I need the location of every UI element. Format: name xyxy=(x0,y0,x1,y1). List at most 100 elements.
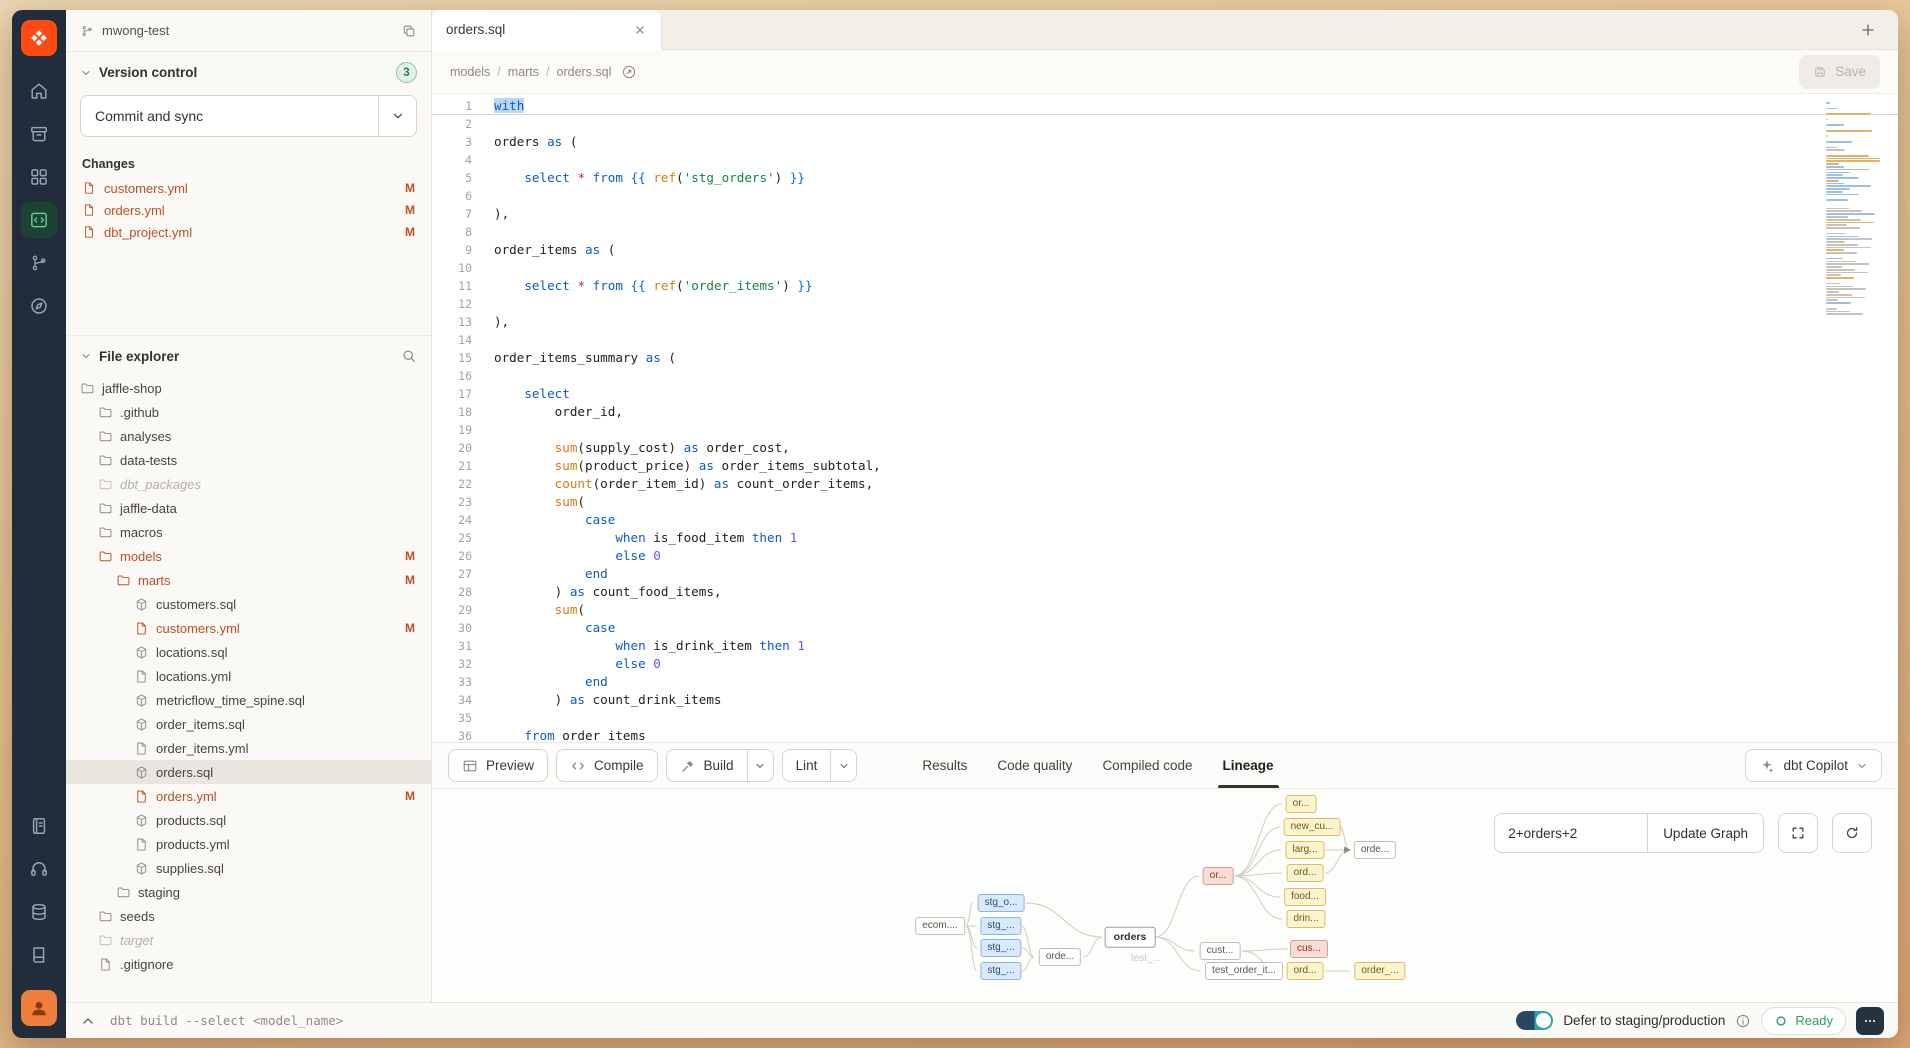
lineage-node-cusred[interactable]: cus... xyxy=(1290,940,1328,958)
rail-docs[interactable] xyxy=(21,937,57,973)
tab-compiled-code[interactable]: Compiled code xyxy=(1087,743,1207,788)
changed-file[interactable]: orders.ymlM xyxy=(66,199,431,221)
file-tree-item[interactable]: locations.yml xyxy=(66,664,431,688)
info-icon[interactable] xyxy=(1735,1013,1751,1029)
lineage-node-drin[interactable]: drin... xyxy=(1286,910,1325,928)
defer-toggle[interactable] xyxy=(1516,1011,1553,1030)
file-tree-item[interactable]: orders.ymlM xyxy=(66,784,431,808)
lineage-node-food[interactable]: food... xyxy=(1284,888,1326,906)
file-tree-item[interactable]: supplies.sql xyxy=(66,856,431,880)
file-tree-item[interactable]: products.sql xyxy=(66,808,431,832)
save-button[interactable]: Save xyxy=(1799,55,1880,89)
dbt-copilot-button[interactable]: dbt Copilot xyxy=(1745,749,1882,782)
file-tree-item[interactable]: modelsM xyxy=(66,544,431,568)
lineage-node-orders[interactable]: orders xyxy=(1105,927,1156,948)
lineage-node-larg[interactable]: larg... xyxy=(1285,841,1324,859)
close-icon[interactable] xyxy=(633,23,647,37)
lineage-panel[interactable]: ecom....stg_o...stg_...stg_...stg_...ord… xyxy=(432,788,1898,1002)
branch-selector[interactable]: mwong-test xyxy=(66,10,431,52)
file-explorer-header[interactable]: File explorer xyxy=(66,335,431,374)
build-button[interactable]: Build xyxy=(666,749,747,782)
compile-button[interactable]: Compile xyxy=(556,749,658,782)
lineage-node-stg3[interactable]: stg_... xyxy=(980,939,1021,957)
lineage-node-newcu[interactable]: new_cu... xyxy=(1284,818,1341,836)
minimap[interactable] xyxy=(1826,102,1882,316)
lineage-node-orred[interactable]: or... xyxy=(1203,867,1234,885)
file-tree-item[interactable]: products.yml xyxy=(66,832,431,856)
more-options-button[interactable] xyxy=(1856,1007,1884,1035)
version-control-header[interactable]: Version control 3 xyxy=(66,52,431,93)
file-tree-item[interactable]: customers.ymlM xyxy=(66,616,431,640)
file-tree-item[interactable]: martsM xyxy=(66,568,431,592)
lineage-node-orde1[interactable]: orde... xyxy=(1039,948,1081,966)
rail-git-branch[interactable] xyxy=(21,245,57,281)
command-input[interactable]: dbt build --select <model_name> xyxy=(110,1013,343,1028)
file-tree-item[interactable]: .gitignore xyxy=(66,952,431,976)
fullscreen-button[interactable] xyxy=(1778,813,1818,853)
file-tree-item[interactable]: target xyxy=(66,928,431,952)
file-tree-item[interactable]: seeds xyxy=(66,904,431,928)
commit-and-sync-button[interactable]: Commit and sync xyxy=(81,96,378,136)
lineage-node-testoi[interactable]: test_order_it... xyxy=(1205,962,1283,980)
lineage-node-stg2[interactable]: stg_... xyxy=(980,917,1021,935)
file-tree-item[interactable]: metricflow_time_spine.sql xyxy=(66,688,431,712)
tab-code-quality[interactable]: Code quality xyxy=(982,743,1087,788)
rail-home[interactable] xyxy=(21,73,57,109)
lineage-node-ordy2[interactable]: ord... xyxy=(1287,962,1324,980)
file-tree-item[interactable]: data-tests xyxy=(66,448,431,472)
lint-button[interactable]: Lint xyxy=(782,749,831,782)
file-tree-item[interactable]: staging xyxy=(66,880,431,904)
rail-support[interactable] xyxy=(21,851,57,887)
lineage-node-orde2[interactable]: orde... xyxy=(1354,841,1396,859)
changed-file[interactable]: customers.ymlM xyxy=(66,177,431,199)
file-tree-item[interactable]: jaffle-data xyxy=(66,496,431,520)
file-tree-item[interactable]: orders.sql xyxy=(66,760,431,784)
lineage-selector-input[interactable] xyxy=(1495,814,1647,852)
update-graph-button[interactable]: Update Graph xyxy=(1647,814,1763,852)
expand-command-bar-button[interactable] xyxy=(74,1008,100,1034)
file-tree-item[interactable]: macros xyxy=(66,520,431,544)
link-circle-icon[interactable] xyxy=(621,64,637,80)
preview-button[interactable]: Preview xyxy=(448,749,548,782)
rail-ide[interactable] xyxy=(21,202,57,238)
lineage-node-testdim[interactable]: test_... xyxy=(1125,951,1167,967)
breadcrumb-models[interactable]: models xyxy=(450,65,490,79)
rail-notebook[interactable] xyxy=(21,808,57,844)
lineage-node-ecom[interactable]: ecom.... xyxy=(915,917,965,935)
file-tree-item[interactable]: .github xyxy=(66,400,431,424)
lineage-node-stg4[interactable]: stg_... xyxy=(980,962,1021,980)
rail-dbt-logo[interactable] xyxy=(21,20,57,56)
rail-database[interactable] xyxy=(21,894,57,930)
build-options-button[interactable] xyxy=(747,749,774,782)
rail-apps[interactable] xyxy=(21,159,57,195)
copy-icon[interactable] xyxy=(401,23,417,39)
changed-file[interactable]: dbt_project.ymlM xyxy=(66,221,431,243)
lineage-node-cust[interactable]: cust... xyxy=(1200,942,1241,960)
breadcrumb-orders-sql[interactable]: orders.sql xyxy=(539,65,611,79)
tab-results[interactable]: Results xyxy=(907,743,982,788)
code-editor[interactable]: 1with23orders as (45 select * from {{ re… xyxy=(432,94,1898,742)
search-icon[interactable] xyxy=(401,348,417,364)
rail-explore[interactable] xyxy=(21,288,57,324)
file-tree-item[interactable]: customers.sql xyxy=(66,592,431,616)
lineage-node-ordy1[interactable]: ord... xyxy=(1287,864,1324,882)
lint-options-button[interactable] xyxy=(830,749,857,782)
file-tree-item[interactable]: analyses xyxy=(66,424,431,448)
new-tab-button[interactable] xyxy=(1854,16,1882,44)
rail-projects[interactable] xyxy=(21,116,57,152)
tab-orders-sql[interactable]: orders.sql xyxy=(432,10,662,50)
file-tree-item[interactable]: jaffle-shop xyxy=(66,376,431,400)
tab-lineage[interactable]: Lineage xyxy=(1208,743,1289,788)
breadcrumb-marts[interactable]: marts xyxy=(490,65,539,79)
file-tree-item[interactable]: dbt_packages xyxy=(66,472,431,496)
lineage-node-oryel[interactable]: or... xyxy=(1286,795,1317,813)
file-tree-item[interactable]: order_items.yml xyxy=(66,736,431,760)
refresh-graph-button[interactable] xyxy=(1832,813,1872,853)
status-ready-badge[interactable]: Ready xyxy=(1761,1007,1846,1035)
commit-options-button[interactable] xyxy=(378,96,416,136)
file-tree-item[interactable]: locations.sql xyxy=(66,640,431,664)
rail-avatar[interactable] xyxy=(21,990,57,1026)
file-tree-item[interactable]: order_items.sql xyxy=(66,712,431,736)
lineage-node-stg1[interactable]: stg_o... xyxy=(978,894,1025,912)
lineage-node-order3[interactable]: order_... xyxy=(1354,962,1405,980)
